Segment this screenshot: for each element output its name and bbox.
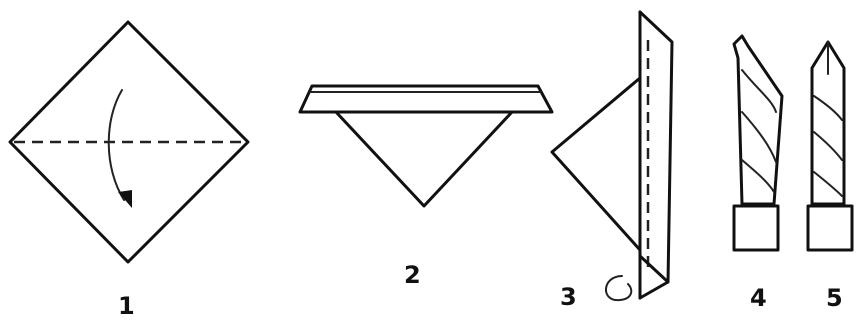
step-4-figure: 4 bbox=[734, 36, 782, 312]
step-3-figure: 3 bbox=[552, 12, 672, 311]
finished-spiral-line-1 bbox=[814, 96, 842, 120]
left-point bbox=[552, 78, 640, 250]
top-band bbox=[300, 86, 552, 112]
step-5-figure: 5 bbox=[808, 42, 852, 312]
step-label-3: 3 bbox=[560, 283, 577, 311]
finished-tube-base bbox=[808, 206, 852, 250]
step-label-4: 4 bbox=[750, 284, 767, 312]
step-label-5: 5 bbox=[826, 284, 843, 312]
arrowhead-icon bbox=[118, 190, 132, 208]
tube-base bbox=[734, 206, 778, 250]
step-2-figure: 2 bbox=[300, 86, 552, 289]
spiral-line-2 bbox=[742, 112, 776, 162]
lower-triangle bbox=[336, 112, 512, 206]
spiral-line-1 bbox=[742, 70, 776, 112]
turn-over-arrow-icon bbox=[606, 276, 631, 300]
bottom-flap bbox=[640, 256, 668, 298]
finished-spiral-line-3 bbox=[814, 172, 842, 196]
step-label-2: 2 bbox=[404, 261, 421, 289]
finished-spiral-line-2 bbox=[814, 132, 842, 160]
step-label-1: 1 bbox=[118, 292, 135, 320]
fold-arrow-icon bbox=[109, 90, 124, 200]
tube-body bbox=[734, 36, 782, 204]
top-flap bbox=[640, 12, 672, 282]
step-1-figure: 1 bbox=[10, 22, 248, 320]
spiral-line-3 bbox=[742, 160, 774, 192]
